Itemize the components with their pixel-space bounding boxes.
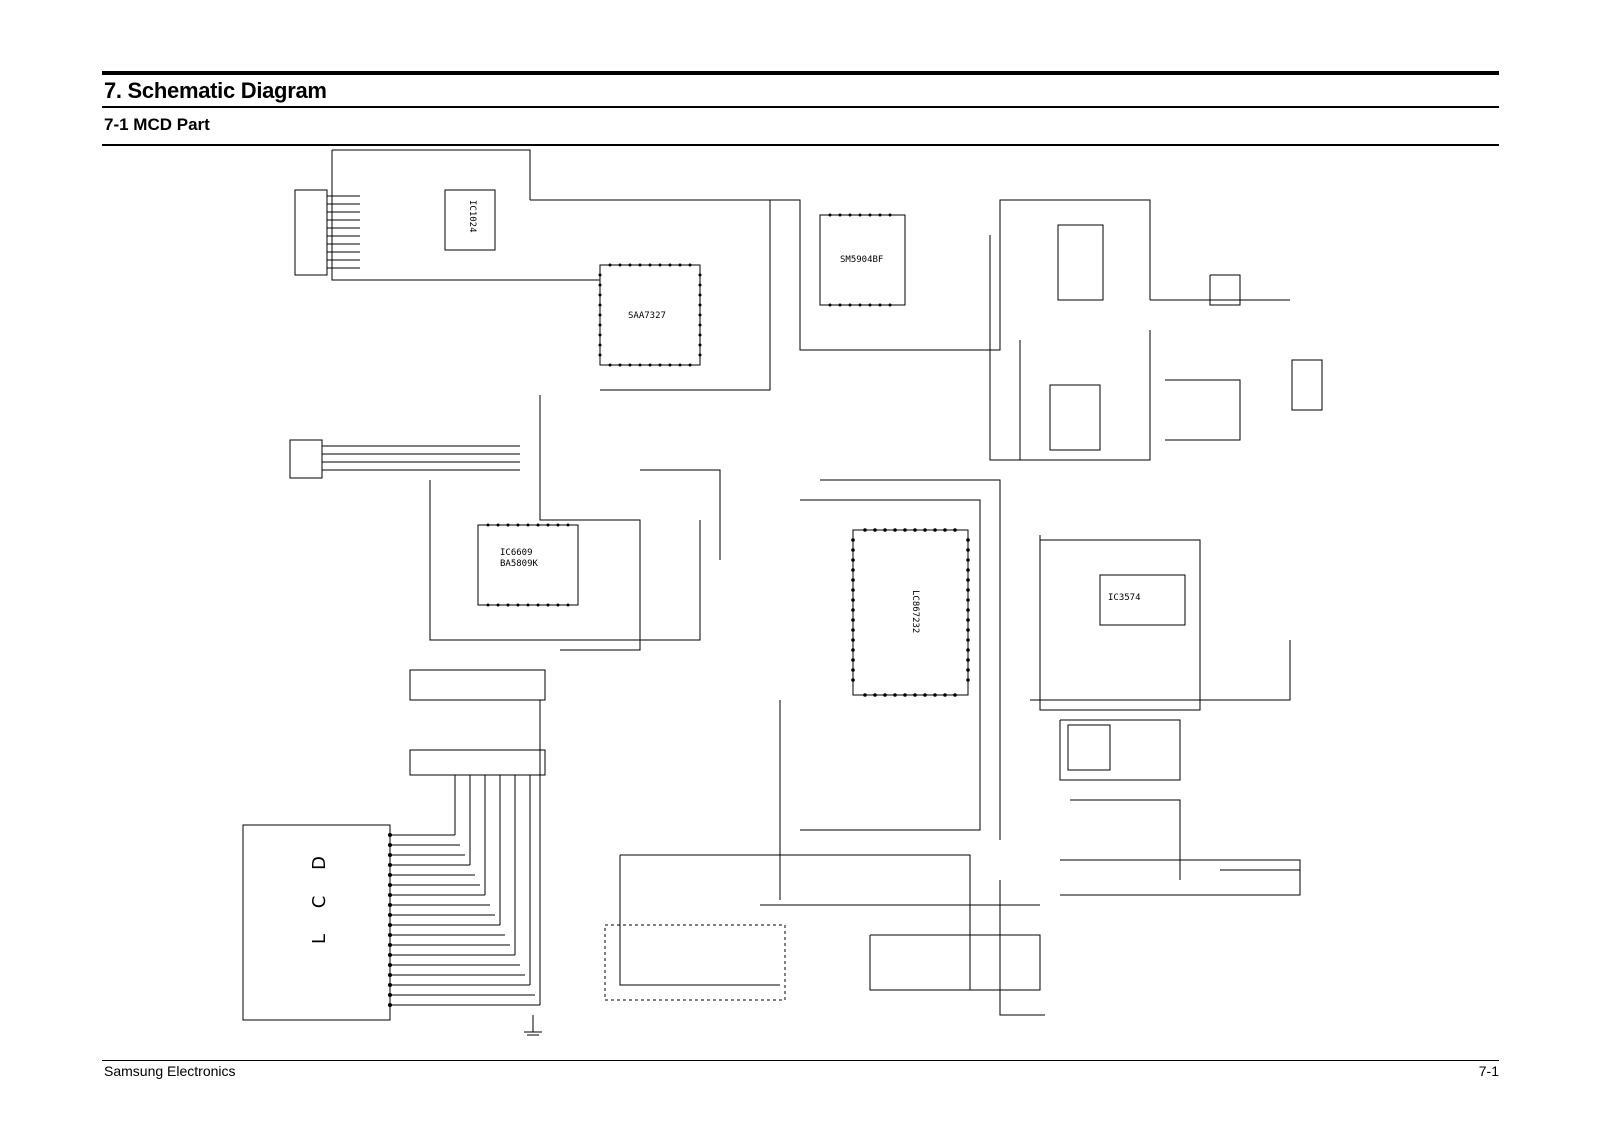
- lc867232-label: LC867232: [910, 590, 920, 633]
- saa7327-pins: [598, 263, 702, 367]
- section-heading: 7-1 MCD Part: [104, 115, 210, 134]
- footer-company: Samsung Electronics: [104, 1063, 236, 1079]
- top-rule: [102, 71, 1499, 75]
- lc867232-pins: [851, 528, 970, 697]
- ic1024-label: IC1024: [467, 200, 477, 233]
- ground-symbol: [524, 1015, 542, 1036]
- opamp-block-lower: [1049, 384, 1101, 451]
- sm5904bf-label: SM5904BF: [840, 255, 883, 265]
- lcd-label: L C D: [309, 846, 330, 944]
- lcd-pins: [388, 833, 392, 1007]
- lc867232-chip: [852, 529, 969, 696]
- page-heading: 7. Schematic Diagram: [104, 78, 327, 103]
- footer-rule: [102, 1060, 1499, 1061]
- ic1024-chip: [444, 189, 496, 251]
- connector-pin-lines: [322, 195, 520, 471]
- saa7327-label: SAA7327: [628, 311, 666, 321]
- sm5904bf-chip: [819, 214, 906, 306]
- key-matrix-area: [604, 924, 786, 1001]
- sm5904bf-pins: [828, 213, 892, 307]
- footer-page-number: 7-1: [1478, 1063, 1499, 1079]
- bus-frame: [332, 149, 531, 200]
- lcd-panel: [242, 824, 391, 1021]
- ic3574-label: IC3574: [1108, 593, 1141, 603]
- heading-rule: [102, 106, 1499, 108]
- regulator-block: [1067, 724, 1111, 771]
- ba5809k-label: BA5809K: [500, 559, 539, 569]
- chip-pins: [388, 213, 970, 1007]
- ic6609-pins: [486, 523, 570, 607]
- ic6609-label: IC6609: [500, 548, 533, 558]
- lcd-ribbon-bus: [390, 669, 546, 1006]
- connector-mid-left: [289, 439, 323, 479]
- opamp-block-upper: [1057, 224, 1104, 301]
- subheading-rule: [102, 144, 1499, 146]
- connector-top-left: [294, 189, 328, 276]
- ic3574-chip: [1099, 574, 1186, 626]
- connector-right: [1291, 359, 1323, 411]
